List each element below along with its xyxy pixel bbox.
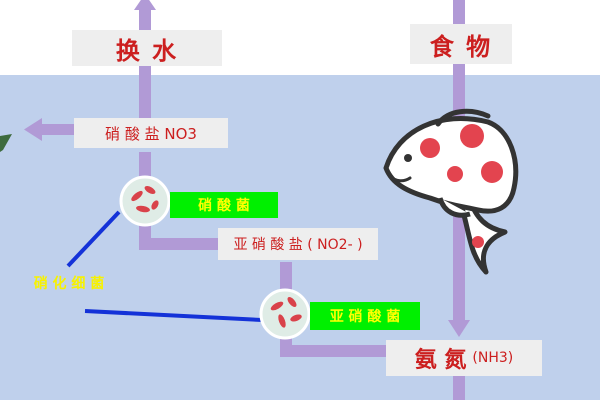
nitrosomonas-label: 亚 硝 酸 菌	[310, 302, 420, 330]
arrow-food-head	[448, 320, 470, 337]
bacterium	[136, 205, 150, 213]
bacterium	[144, 186, 156, 194]
bacteria-colony-icon	[119, 175, 171, 227]
bacterium	[287, 297, 297, 307]
fish-fin-top	[435, 108, 491, 127]
bacterium	[278, 314, 286, 328]
pointer-line-lower	[84, 309, 263, 322]
arrow-nitrate-left-shaft	[40, 124, 76, 135]
nitrobacter-label: 硝 酸 菌	[170, 192, 278, 218]
koi-fish-icon	[383, 108, 519, 275]
arrow-nitrate-left-head	[24, 118, 42, 141]
ammonia-label-name: 氨 氮	[414, 348, 467, 373]
bacterium	[270, 301, 284, 311]
bacteria-dish-lower	[259, 288, 311, 340]
bacteria-dish-upper	[119, 175, 171, 227]
arrow-ammonia-down-shaft	[453, 375, 465, 400]
water-change-label: 换 水	[72, 30, 222, 66]
arrow-ammonia-to-nitrite-base	[280, 345, 390, 357]
fish-spot	[472, 236, 484, 248]
fish-spot	[460, 124, 484, 148]
fish-spot	[481, 161, 503, 183]
nitrate-label: 硝 酸 盐 NO3	[74, 118, 228, 148]
fish-fin-bottom	[437, 197, 471, 218]
ammonia-label: 氨 氮 (NH3)	[386, 340, 542, 376]
bacteria-colony-icon	[259, 288, 311, 340]
ammonia-label-formula: (NH3)	[472, 350, 514, 366]
fish-tail	[459, 197, 508, 275]
fish-body	[383, 116, 519, 214]
nitrifying-bacteria-label: 硝 化 细 菌	[33, 276, 105, 292]
arrow-nitrite-to-nitrate-base	[139, 238, 224, 250]
bacterium	[151, 200, 159, 210]
plant-leaf-icon	[0, 134, 12, 152]
nitrite-label: 亚 硝 酸 盐 ( NO2- )	[218, 228, 378, 260]
arrow-water-change-head	[134, 0, 156, 10]
food-label: 食 物	[410, 24, 512, 64]
fish-mouth	[388, 174, 412, 183]
fish-spot	[447, 166, 463, 182]
fish-spot	[420, 138, 440, 158]
pointer-line-upper	[66, 210, 121, 268]
bacterium	[290, 314, 302, 322]
bacterium	[131, 190, 143, 202]
fish-eye	[404, 154, 412, 162]
